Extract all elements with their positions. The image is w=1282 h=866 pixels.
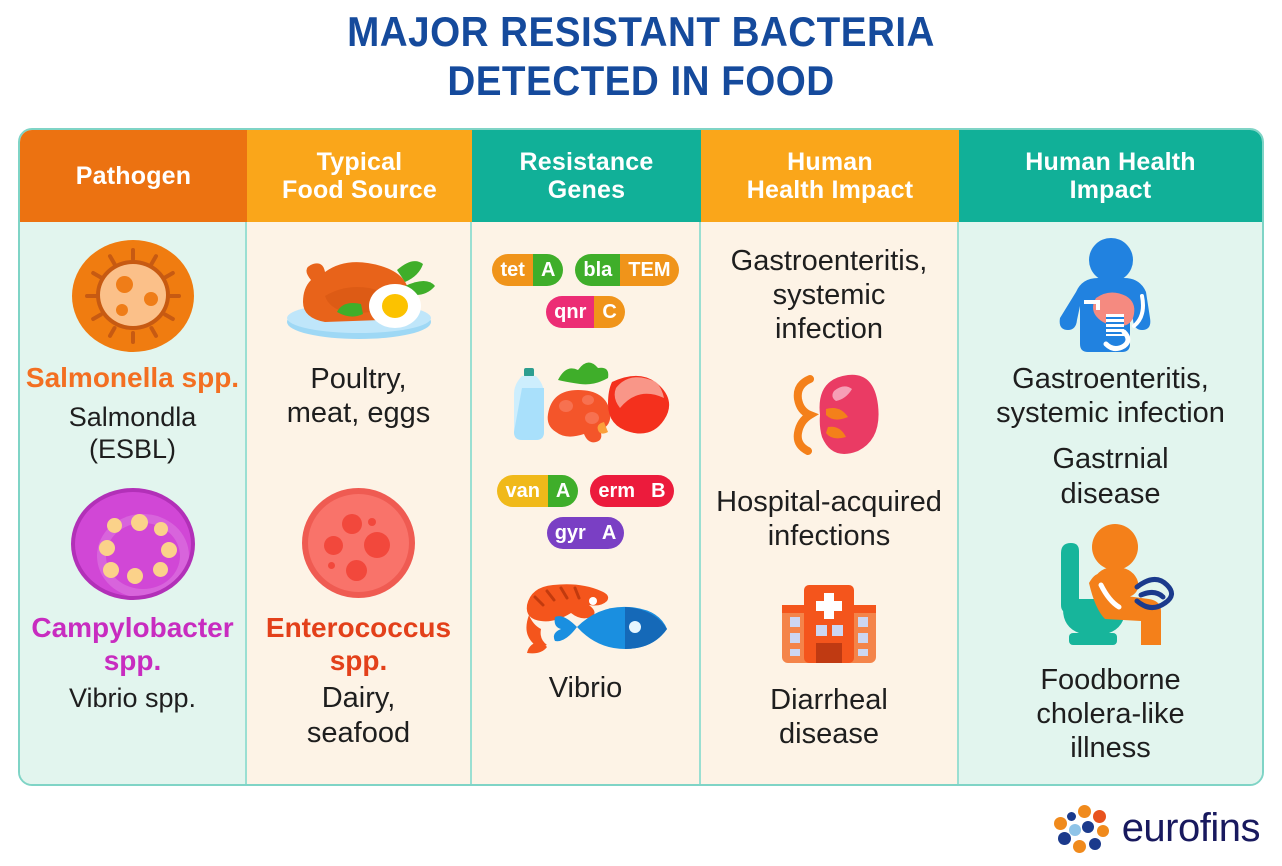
- gene-pill-gyra: gyr A: [546, 517, 625, 549]
- bacteria-table: Pathogen Typical Food Source Resistance …: [18, 128, 1264, 786]
- gene-pill-row-4: gyr A: [472, 517, 699, 549]
- food-source-text-1-line1: Poultry,: [310, 363, 407, 395]
- gene-pill-row-1: tet A bla TEM: [472, 254, 699, 286]
- gene-pill-part-b: A: [547, 475, 579, 507]
- campylobacter-bacteria-icon: [70, 488, 195, 601]
- food-source-text-2: Dairy, seafood: [302, 681, 415, 749]
- salmonella-bacteria-icon: [71, 240, 194, 352]
- cell-food-source: Poultry, meat, eggs Enterococcus spp. D: [247, 222, 472, 784]
- health-impact-text-2-line1: Hospital-acquired: [716, 485, 942, 518]
- health-impact-teal-text-1-line2: systemic infection: [996, 397, 1225, 430]
- column-header-label-line2: Genes: [547, 176, 626, 204]
- gene-pill-part-b: TEM: [620, 254, 679, 286]
- person-on-toilet-icon: [1041, 521, 1181, 661]
- food-source-name-2: Enterococcus spp.: [262, 612, 455, 677]
- person-stomach-pain-icon: [1046, 236, 1176, 356]
- health-impact-text-1-line2: systemic: [772, 279, 886, 312]
- gene-pill-part-b: A: [593, 517, 625, 549]
- resistance-genes-caption: Vibrio: [548, 672, 623, 704]
- gene-pill-part-a: gyr: [546, 517, 594, 549]
- shrimp-fish-seafood-icon: [501, 575, 671, 655]
- column-header-label: Pathogen: [75, 162, 192, 190]
- gene-pill-part-a: van: [497, 475, 548, 507]
- column-header-food-source: Typical Food Source: [247, 130, 472, 222]
- page-title: MAJOR RESISTANT BACTERIA DETECTED IN FOO…: [0, 8, 1282, 105]
- dairy-meat-food-icon: [496, 354, 676, 449]
- pathogen-name-2-line1: Campylobacter: [31, 612, 234, 644]
- pathogen-name-2: Campylobacter spp.: [27, 612, 237, 677]
- health-impact-teal-text-1: Gastroenteritis, systemic infection: [991, 362, 1230, 430]
- column-header-label-line1: Human Health: [1025, 148, 1196, 176]
- column-header-label-line2: Impact: [1069, 176, 1152, 204]
- health-impact-teal-text-1-line1: Gastroenteritis,: [1012, 363, 1209, 395]
- column-header-label-line1: Human: [787, 148, 873, 176]
- cell-pathogen: Salmonella spp. Salmondla (ESBL): [20, 222, 247, 784]
- health-impact-teal-text-3-line2: cholera-like: [1036, 698, 1185, 731]
- gene-pill-qnrc: qnr C: [546, 296, 625, 328]
- pathogen-sub-1-line2: (ESBL): [88, 434, 176, 465]
- eurofins-wordmark: eurofins: [1121, 805, 1261, 850]
- health-impact-text-2-line2: infections: [767, 519, 891, 552]
- hospital-building-icon: [774, 579, 884, 669]
- column-header-label-line1: Typical: [316, 148, 403, 176]
- health-impact-teal-text-3-line3: illness: [1070, 732, 1151, 765]
- health-impact-teal-text-2-line1: Gastrnial: [1052, 443, 1169, 476]
- food-source-text-1-line2: meat, eggs: [286, 397, 431, 430]
- kidney-icon: [774, 365, 884, 465]
- gene-pill-row-2: qnr C: [472, 296, 699, 328]
- health-impact-teal-text-3-line1: Foodborne: [1040, 663, 1181, 696]
- health-impact-text-1-line1: Gastroenteritis,: [730, 245, 928, 277]
- cell-human-health-impact-orange: Gastroenteritis, systemic infection Hosp…: [701, 222, 959, 784]
- food-source-name-2-line2: spp.: [329, 644, 388, 676]
- gene-pill-blatem: bla TEM: [575, 254, 679, 286]
- column-header-label-line1: Resistance: [519, 148, 654, 176]
- table-body-row: Salmonella spp. Salmondla (ESBL): [20, 222, 1262, 784]
- gene-pill-row-3: van A erm B: [472, 475, 699, 507]
- eurofins-dots-logo-icon: [1052, 804, 1109, 853]
- cell-resistance-genes: tet A bla TEM qnr C: [472, 222, 701, 784]
- column-header-human-health-impact-teal: Human Health Impact: [959, 130, 1262, 222]
- title-line-2: DETECTED IN FOOD: [447, 56, 835, 104]
- health-impact-text-3-line2: disease: [779, 718, 879, 751]
- food-source-text-1: Poultry, meat, eggs: [282, 362, 435, 430]
- health-impact-teal-text-2: Gastrnial disease: [1047, 442, 1173, 510]
- health-impact-text-3: Diarrheal disease: [765, 683, 893, 751]
- eurofins-logo: eurofins: [1052, 804, 1261, 853]
- health-impact-text-1-line3: infection: [774, 313, 883, 346]
- health-impact-text-1: Gastroenteritis, systemic infection: [726, 244, 933, 347]
- health-impact-text-2: Hospital-acquired infections: [711, 485, 947, 553]
- title-line-1: MAJOR RESISTANT BACTERIA: [347, 8, 935, 55]
- column-header-label-line2: Food Source: [282, 176, 437, 204]
- pathogen-sub-2: Vibrio spp.: [68, 683, 197, 714]
- food-source-name-2-line1: Enterococcus: [265, 612, 452, 644]
- gene-pill-vana: van A: [497, 475, 579, 507]
- food-source-text-2-line2: seafood: [306, 716, 411, 749]
- gene-pill-part-b: B: [643, 475, 674, 507]
- gene-pill-part-a: tet: [492, 254, 533, 286]
- enterococcus-colony-icon: [302, 488, 415, 599]
- gene-pill-part-a: bla: [575, 254, 621, 286]
- gene-pill-part-b: A: [532, 254, 564, 286]
- pathogen-sub-1: Salmondla (ESBL): [64, 402, 202, 466]
- table-header-row: Pathogen Typical Food Source Resistance …: [20, 130, 1262, 222]
- health-impact-teal-text-2-line2: disease: [1060, 477, 1161, 510]
- column-header-human-health-impact-orange: Human Health Impact: [701, 130, 959, 222]
- column-header-pathogen: Pathogen: [20, 130, 247, 222]
- pathogen-sub-1-line1: Salmondla: [68, 402, 197, 433]
- gene-pill-teta: tet A: [492, 254, 564, 286]
- column-header-resistance-genes: Resistance Genes: [472, 130, 701, 222]
- food-source-text-2-line1: Dairy,: [321, 682, 396, 715]
- gene-pill-part-b: C: [594, 296, 625, 328]
- gene-pill-part-a: qnr: [546, 296, 595, 328]
- health-impact-text-3-line1: Diarrheal: [770, 684, 888, 717]
- health-impact-teal-text-3: Foodborne cholera-like illness: [1031, 663, 1189, 766]
- gene-pill-part-a: erm: [590, 475, 644, 507]
- cell-human-health-impact-teal: Gastroenteritis, systemic infection Gast…: [959, 222, 1262, 784]
- roast-chicken-plate-icon: [269, 244, 449, 344]
- column-header-label-line2: Health Impact: [746, 176, 914, 204]
- gene-pill-ermb: erm B: [590, 475, 674, 507]
- pathogen-name-2-line2: spp.: [103, 644, 162, 676]
- pathogen-name-1: Salmonella spp.: [25, 362, 240, 393]
